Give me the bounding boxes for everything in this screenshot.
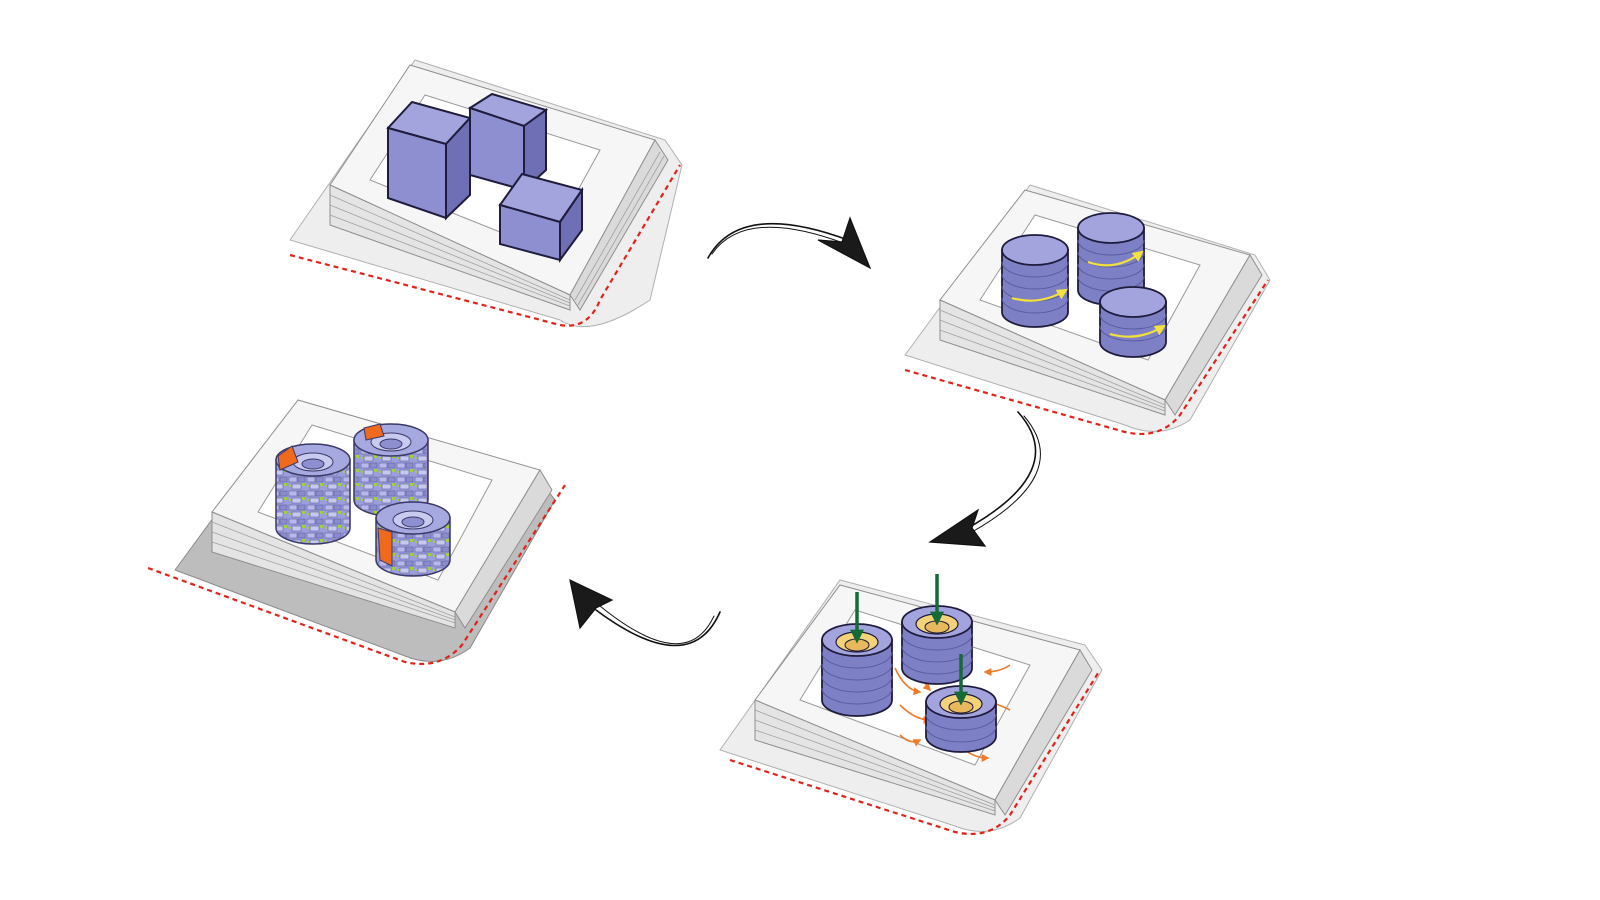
volume-hollow-cylinder-c	[925, 654, 997, 753]
rotation-arrow-icon	[1087, 250, 1144, 267]
volume-modular-cylinder-c	[375, 501, 451, 577]
step-2-cylinders-massing	[904, 184, 1271, 436]
podium-right-face	[1164, 254, 1263, 416]
podium-front-face	[211, 511, 456, 629]
site-boundary-line	[904, 279, 1269, 436]
podium-right-face	[569, 139, 669, 311]
volume-cylinder-a	[1001, 234, 1069, 328]
volume-modular-cylinder-a	[275, 443, 351, 545]
podium-floor-lines	[211, 521, 456, 624]
step-3-hollow-cylinders-massing	[719, 574, 1103, 836]
step-1-boxes-massing	[289, 59, 683, 328]
sketch-curved-arrow-icon	[569, 578, 721, 647]
volume-cylinder-b	[1077, 212, 1145, 306]
highlight-module	[377, 527, 393, 567]
podium-floor-lines	[329, 151, 665, 307]
volume-box-c	[498, 172, 584, 264]
volume-box-b	[467, 92, 549, 193]
volume-hollow-cylinder-b	[901, 574, 973, 685]
highlight-module	[277, 445, 299, 471]
podium-floor-lines	[754, 709, 996, 812]
podium-floor-lines	[939, 309, 1166, 412]
site-boundary-line	[729, 669, 1101, 836]
volume-box-a	[386, 100, 472, 221]
sketch-curved-arrow-icon	[707, 216, 872, 270]
podium-right-face	[454, 469, 553, 629]
rotation-arrow-icon	[1109, 324, 1166, 338]
sketch-curved-arrow-icon	[928, 411, 1041, 547]
site-boundary-line	[147, 484, 566, 666]
volume-hollow-cylinder-a	[821, 592, 893, 717]
podium-right-face	[994, 649, 1093, 816]
rotation-arrow-icon	[1011, 288, 1068, 302]
step-4-modular-cylinders-massing	[147, 399, 566, 666]
volume-cylinder-c	[1099, 286, 1167, 358]
highlight-module	[363, 423, 385, 441]
